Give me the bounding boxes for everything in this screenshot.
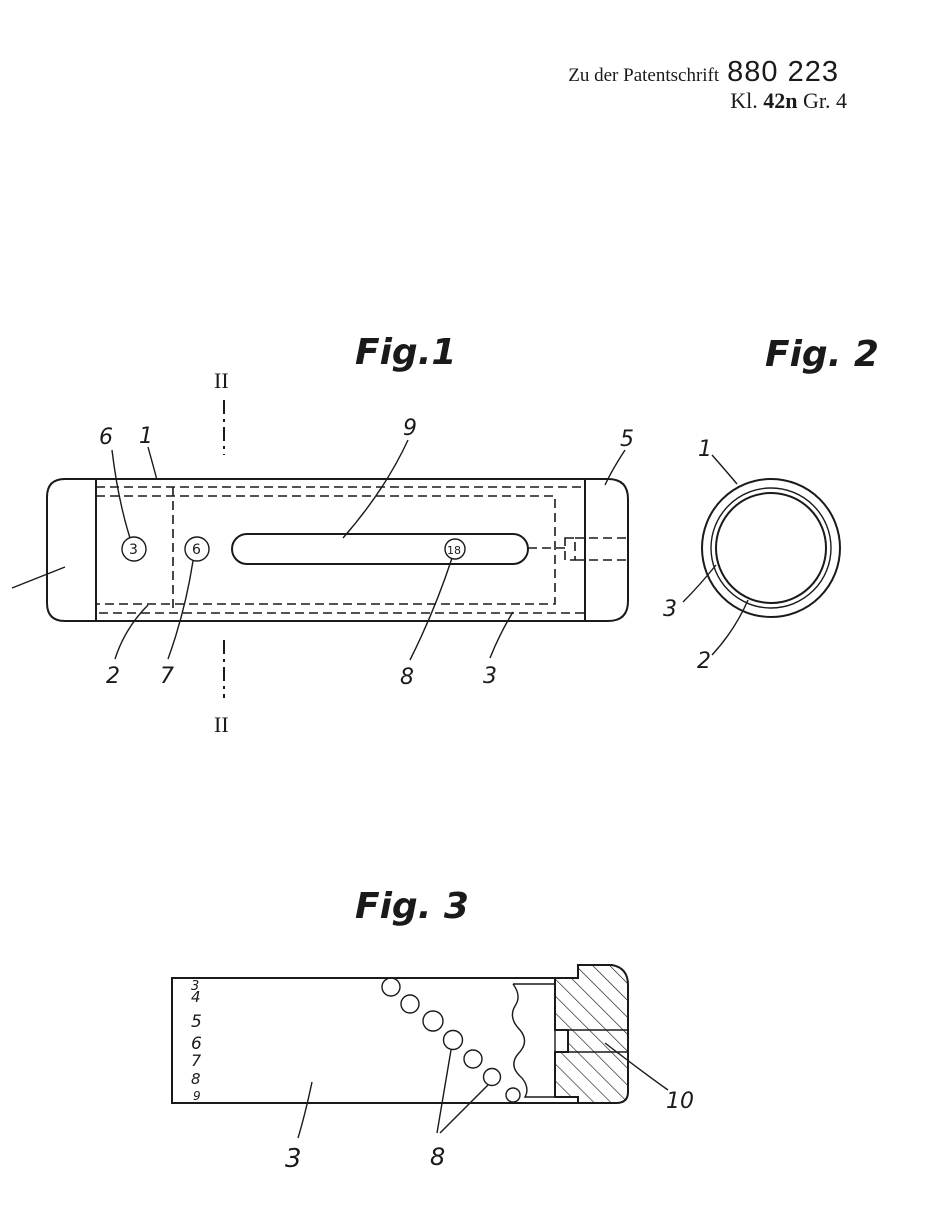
fig3-scale-number: 6 (191, 1034, 202, 1054)
fig2-label-2: 2 (697, 649, 711, 674)
patent-reference-text: Zu der Patentschrift (568, 65, 720, 86)
fig1-leader-9 (342, 439, 409, 539)
fig3-leader-8a (436, 1049, 452, 1134)
figure-3-title: Fig. 3 (355, 886, 469, 927)
fig1-label-1: 1 (139, 424, 153, 449)
fig1-slot (231, 533, 529, 565)
fig1-slot-number: 18 (447, 544, 461, 557)
fig3-scale-number: 8 (191, 1070, 201, 1088)
fig2-label-1: 1 (698, 437, 712, 462)
fig3-scale-number: 5 (191, 1012, 202, 1032)
fig1-label-8: 8 (400, 665, 414, 690)
fig1-outer-sleeve (46, 478, 629, 622)
fig1-leader-2 (114, 604, 149, 660)
figure-3: Fig. 3 3 4 (171, 886, 694, 1174)
fig1-window-left (121, 536, 147, 562)
fig3-leader-10 (604, 1042, 669, 1091)
fig3-label-10: 10 (666, 1089, 694, 1114)
fig3-screw-bore (567, 1029, 629, 1053)
fig1-inner-sleeve-hidden (95, 486, 586, 614)
fig2-label-3: 3 (663, 597, 677, 622)
fig1-scale-tube-hidden (96, 495, 556, 605)
fig2-leader-2 (711, 599, 749, 656)
fig3-scale-number: 4 (191, 988, 201, 1006)
figure-2: Fig. 2 1 3 2 (663, 334, 879, 674)
fig1-window-left-number: 3 (129, 542, 138, 558)
fig1-leader-6 (111, 449, 131, 539)
fig3-scale-number: 7 (191, 1051, 202, 1070)
fig3-ball (400, 994, 420, 1014)
figure-1-title: Fig.1 (355, 332, 456, 373)
fig1-label-3: 3 (483, 664, 497, 689)
fig1-section-mark-top: II (214, 368, 229, 393)
fig1-window-middle (184, 536, 210, 562)
fig1-label-2: 2 (106, 664, 120, 689)
fig1-leader-3 (489, 611, 514, 659)
fig1-leader-1 (147, 446, 158, 481)
fig1-screw-hidden (528, 537, 628, 561)
fig1-section-mark-bottom: II (214, 712, 229, 737)
fig3-ball (422, 1010, 444, 1032)
fig1-left-leader (11, 566, 66, 589)
fig2-outer-sleeve (701, 478, 841, 618)
figure-1: Fig.1 II II 3 6 18 (11, 332, 634, 737)
fig1-leader-5 (604, 449, 626, 486)
fig3-scale-number: 9 (193, 1089, 201, 1103)
fig3-balls (381, 977, 521, 1103)
fig1-leader-8 (409, 557, 453, 661)
fig3-ball (482, 1067, 502, 1087)
patent-classification: Kl. 42n Gr. 4 (730, 88, 847, 114)
fig3-scale: 3 4 5 6 7 8 9 (191, 979, 202, 1103)
fig1-window-middle-number: 6 (192, 542, 201, 558)
figure-2-title: Fig. 2 (765, 334, 879, 375)
fig1-leader-7 (167, 560, 194, 660)
fig1-label-6: 6 (99, 425, 113, 450)
fig3-ball (381, 977, 401, 997)
fig3-leader-8b (439, 1084, 489, 1134)
fig2-middle-ring (710, 487, 832, 609)
fig3-scale-number: 3 (191, 979, 199, 994)
fig3-break-line (511, 983, 555, 1098)
fig3-cap-section (554, 964, 629, 1104)
class-prefix: Kl. (730, 88, 758, 113)
group-number: Gr. 4 (803, 88, 847, 113)
fig3-leader-3 (297, 1081, 313, 1139)
class-number: 42n (763, 88, 798, 113)
fig1-label-7: 7 (160, 664, 174, 689)
fig3-ball (442, 1029, 464, 1051)
fig3-label-3: 3 (285, 1144, 302, 1174)
fig2-inner-ring (715, 492, 827, 604)
fig3-ball (463, 1049, 483, 1069)
fig3-scale-tube (171, 977, 578, 1104)
fig3-label-8: 8 (430, 1143, 445, 1171)
fig1-slot-window (444, 538, 466, 560)
fig2-leader-1 (711, 454, 738, 485)
patent-number: 880 223 (727, 56, 839, 88)
fig3-ball (505, 1087, 521, 1103)
fig2-leader-3 (682, 564, 717, 603)
fig1-label-9: 9 (403, 416, 417, 441)
fig1-label-5: 5 (620, 427, 634, 452)
patent-reference: Zu der Patentschrift 880 223 (568, 56, 839, 89)
